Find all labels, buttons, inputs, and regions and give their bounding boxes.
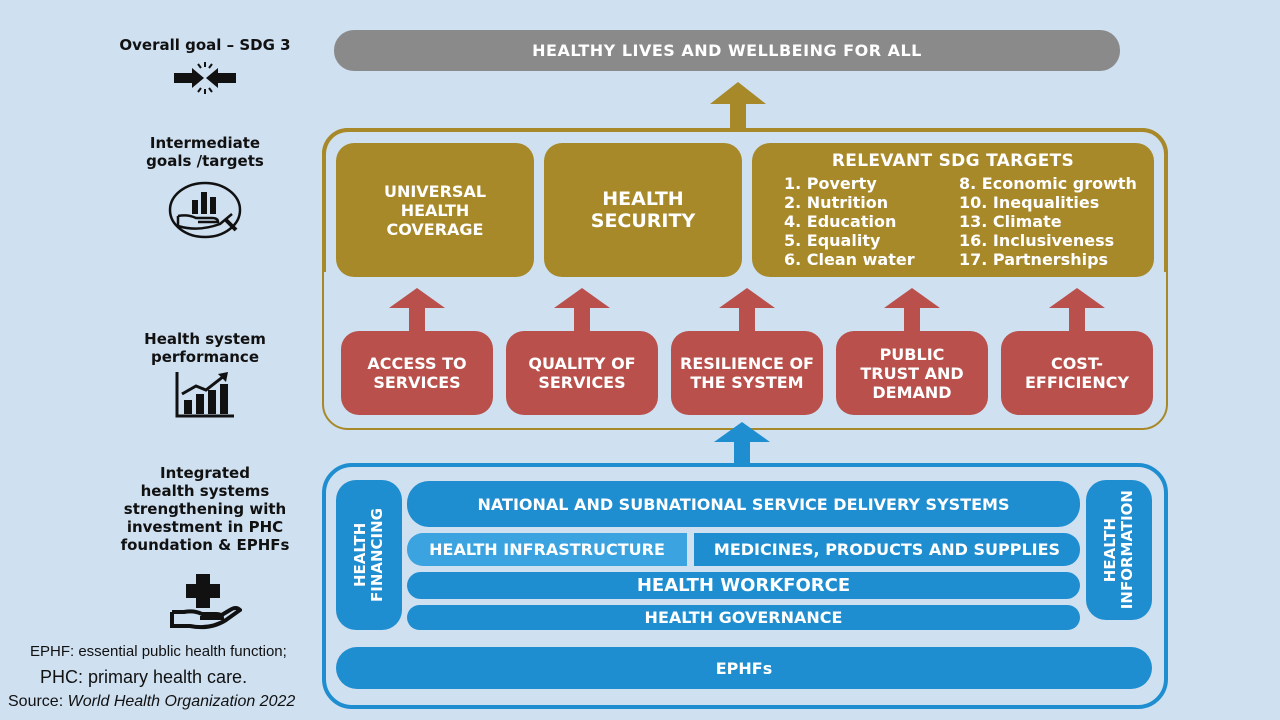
arrow-up-icon	[389, 288, 445, 332]
arrows-converge-icon	[172, 60, 238, 96]
sdg-item: 13. Climate	[959, 212, 1062, 231]
quality-of-services-box: QUALITY OF SERVICES	[506, 331, 658, 415]
label-overall-goal: Overall goal – SDG 3	[119, 36, 291, 54]
gold-top-frame	[322, 128, 1168, 272]
sdg-item: 1. Poverty	[784, 174, 877, 193]
service-delivery-bar: NATIONAL AND SUBNATIONAL SERVICE DELIVER…	[407, 481, 1080, 527]
top-goal-banner: HEALTHY LIVES AND WELLBEING FOR ALL	[334, 30, 1120, 71]
sdg-item: 6. Clean water	[784, 250, 915, 269]
sdg-item: 5. Equality	[784, 231, 881, 250]
health-financing-label: HEALTH FINANCING	[351, 508, 386, 602]
resilience-box: RESILIENCE OF THE SYSTEM	[671, 331, 823, 415]
label-health-system-performance: Health system performance	[144, 330, 266, 366]
access-to-services-box: ACCESS TO SERVICES	[341, 331, 493, 415]
public-trust-box: PUBLIC TRUST AND DEMAND	[836, 331, 988, 415]
growth-chart-icon	[174, 370, 236, 420]
footnote-source: Source: World Health Organization 2022	[8, 693, 295, 711]
sdg-left-list: 1. Poverty 2. Nutrition 4. Education 5. …	[784, 174, 959, 269]
arrow-up-icon	[710, 82, 766, 128]
health-financing-pillar: HEALTH FINANCING	[336, 480, 402, 630]
footnote-phc: PHC: primary health care.	[40, 667, 248, 687]
label-integrated-strengthening: Integrated health systems strengthening …	[120, 464, 290, 554]
health-information-pillar: HEALTH INFORMATION	[1086, 480, 1152, 620]
source-name: World Health Organization 2022	[67, 693, 296, 710]
cost-efficiency-box: COST- EFFICIENCY	[1001, 331, 1153, 415]
strengthening-frame	[322, 463, 1168, 709]
uhc-box: UNIVERSAL HEALTH COVERAGE	[336, 143, 534, 277]
footnote-ephf: EPHF: essential public health function;	[30, 643, 287, 660]
hand-cross-icon	[170, 572, 244, 632]
arrow-up-icon	[714, 422, 770, 464]
sdg-item: 8. Economic growth	[959, 174, 1137, 193]
health-security-box: HEALTH SECURITY	[544, 143, 742, 277]
sdg-right-list: 8. Economic growth 10. Inequalities 13. …	[959, 174, 1159, 269]
arrow-up-icon	[719, 288, 775, 332]
arrow-up-icon	[1049, 288, 1105, 332]
health-infrastructure-bar: HEALTH INFRASTRUCTURE	[407, 533, 687, 566]
sdg-item: 17. Partnerships	[959, 250, 1109, 269]
medicines-bar: MEDICINES, PRODUCTS AND SUPPLIES	[694, 533, 1080, 566]
arrow-up-icon	[554, 288, 610, 332]
ephfs-bar: EPHFs	[336, 647, 1152, 689]
sdg-item: 4. Education	[784, 212, 897, 231]
health-workforce-bar: HEALTH WORKFORCE	[407, 572, 1080, 599]
arrow-up-icon	[884, 288, 940, 332]
sdg-targets-box: RELEVANT SDG TARGETS 1. Poverty 2. Nutri…	[752, 143, 1154, 277]
sdg-item: 2. Nutrition	[784, 193, 889, 212]
hand-chart-icon	[168, 180, 244, 240]
label-intermediate-goals: Intermediate goals /targets	[146, 134, 264, 170]
sdg-item: 10. Inequalities	[959, 193, 1100, 212]
health-governance-bar: HEALTH GOVERNANCE	[407, 605, 1080, 630]
source-prefix: Source:	[8, 693, 68, 710]
sdg-item: 16. Inclusiveness	[959, 231, 1115, 250]
health-information-label: HEALTH INFORMATION	[1101, 490, 1136, 610]
sdg-targets-title: RELEVANT SDG TARGETS	[831, 151, 1075, 171]
